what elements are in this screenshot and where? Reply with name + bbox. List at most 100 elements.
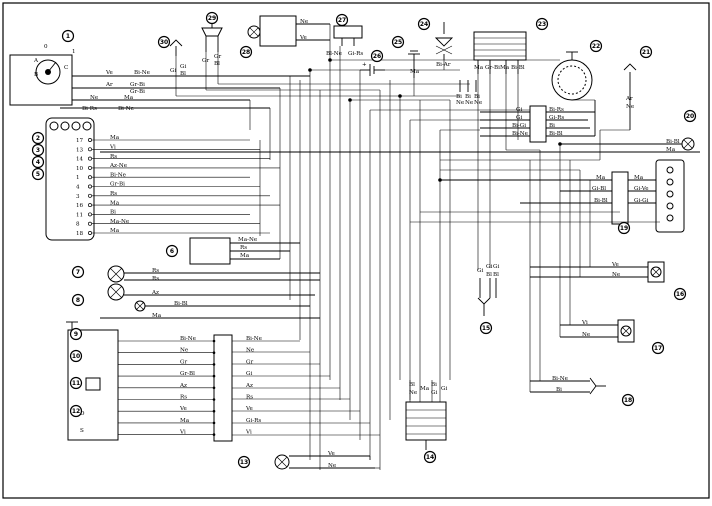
center-wire-bi: Bi — [456, 94, 462, 100]
center-connector: Bi Bi Bi Ne Ne Ne — [456, 80, 483, 106]
svg-text:11: 11 — [72, 380, 80, 387]
comp18-wire-bi: Bi — [556, 387, 562, 393]
callout-29: 29 — [205, 11, 219, 25]
component-29-body — [201, 27, 223, 37]
comp6-wire-rs: Rs — [240, 245, 247, 251]
dash-pin-number: 18 — [76, 231, 84, 237]
dash-wire-color: Ma-Ne — [110, 219, 130, 225]
component-28-box — [259, 15, 297, 47]
diagram-border — [2, 2, 710, 499]
dash-pin-number: 17 — [76, 138, 84, 144]
comp21-wire-ne: Ne — [626, 104, 635, 110]
component-26: + — [360, 62, 385, 76]
comp24-wire-bi-ar: Bi-Ar — [436, 62, 451, 68]
comp18-wire-bi-ne: Bi-Ne — [552, 376, 569, 382]
switch-letter-s: S — [80, 428, 84, 434]
callout-15: 15 — [479, 321, 493, 335]
dash-wire-color: Ma — [110, 228, 120, 234]
dash-wire-color: Gr-Bi — [110, 182, 125, 188]
component-6: Ma-Ne Rs Ma — [189, 237, 300, 265]
comp13-wire-ve: Ve — [327, 451, 336, 457]
svg-text:2: 2 — [36, 135, 40, 142]
regulator-22-connector — [529, 105, 547, 143]
connector-14: Bl Ne Ma Bi Gi Gi — [405, 382, 447, 450]
switch-block: D S — [66, 321, 233, 442]
callout-30: 30 — [157, 35, 171, 49]
svg-text:8: 8 — [76, 297, 80, 304]
svg-text:23: 23 — [538, 21, 546, 28]
comp21-wire-ar: Ar — [625, 96, 633, 102]
c15-wire-bl-2: Bl — [493, 272, 499, 278]
c19-wire-gi-gi: Gi-Gi — [634, 198, 649, 204]
svg-text:25: 25 — [394, 39, 402, 46]
ign-wire-ve: Ve — [105, 70, 114, 76]
c23-wire-gr-bi: Gr-Bi — [485, 65, 500, 71]
center-wire-ne: Ne — [456, 100, 465, 106]
dash-pin-number: 11 — [76, 212, 83, 218]
dashboard — [45, 117, 95, 241]
dash-wire-color: Bi-Ne — [110, 172, 127, 178]
switch-right-wire: Az — [245, 383, 253, 389]
switch-right-wire: Rs — [246, 395, 253, 401]
switch-right-wire: Gr — [246, 359, 253, 365]
dash-pin-number: 8 — [76, 222, 80, 228]
comp25-wire-ma: Ma — [410, 69, 420, 75]
c23-wire-ma-2: Ma — [500, 65, 510, 71]
dash-wire-color: Ma — [110, 135, 120, 141]
callout-numbers: 1234567891011121314151617181920212223242… — [31, 11, 697, 469]
comp20-wire-bi-bl: Bi-Bl — [666, 139, 680, 145]
callout-5: 5 — [31, 167, 45, 181]
callout-23: 23 — [535, 17, 549, 31]
switch-right-wire: Ve — [245, 406, 254, 412]
callout-13: 13 — [237, 455, 251, 469]
c14-wire-gi-2: Gi — [441, 386, 447, 392]
callout-1: 1 — [61, 29, 75, 43]
ignition-letter-c: C — [64, 65, 68, 71]
callout-22: 22 — [589, 39, 603, 53]
bulbs-7-8: Rs Rs Az Bi-Bl Ma — [100, 265, 320, 319]
switch-left-wire: Ne — [180, 348, 189, 354]
comp30-wire-bl: Bl — [180, 71, 186, 77]
reg22-wire-gi-rs: Gi-Rs — [549, 115, 564, 121]
comp13-wire-ne: Ne — [328, 463, 337, 469]
svg-text:27: 27 — [338, 17, 346, 24]
ignition-pos-1: 1 — [72, 49, 76, 55]
c19-wire-ma-out: Ma — [634, 175, 644, 181]
reg22-wire-bi-ne: Bi-Ne — [512, 131, 529, 137]
svg-text:24: 24 — [420, 21, 428, 28]
dash-lamp-3 — [60, 121, 70, 131]
component-27-box — [333, 25, 363, 39]
switch-right-wire: Gi — [246, 371, 252, 377]
c15-wire-gi-2: Gi — [486, 264, 492, 270]
callout-28: 28 — [239, 45, 253, 59]
component-6-box — [189, 237, 231, 265]
ign-wire-ma: Ma — [124, 95, 134, 101]
dash-lamp-2 — [49, 121, 59, 131]
dash-wire-color: Az-Ne — [109, 163, 128, 169]
center-wire-ne-2: Ne — [465, 100, 474, 106]
comp28-wire-ve: Ve — [299, 35, 308, 41]
c23-wire-ma: Ma — [474, 65, 484, 71]
c14-wire-ma: Ma — [420, 386, 430, 392]
svg-text:19: 19 — [620, 225, 628, 232]
connector-19: Ma Gi-Bl Gi-Ve Bi-Bl Gi-Gi Ma — [440, 159, 685, 233]
ignition-letter-b: B — [34, 72, 38, 78]
component-28: Ne Ve — [247, 15, 330, 47]
callout-4: 4 — [31, 155, 45, 169]
callout-24: 24 — [417, 17, 431, 31]
callout-16: 16 — [673, 287, 687, 301]
callout-12: 12 — [69, 404, 83, 418]
c14-wire-gi: Gi — [431, 390, 437, 396]
component-27: Bl-Ne Gi-Rs — [326, 25, 363, 57]
svg-text:14: 14 — [426, 454, 434, 461]
switch-left-wire: Ve — [179, 406, 188, 412]
component-16: Ve Ne — [530, 261, 665, 283]
dash-pin-number: 13 — [76, 147, 84, 153]
comp6-wire-ma-ne: Ma-Ne — [238, 237, 258, 243]
c14-wire-bl: Bl — [409, 382, 415, 388]
svg-text:17: 17 — [654, 345, 662, 352]
comp27-wire-gi-rs: Gi-Rs — [348, 51, 363, 57]
dash-lamp-4 — [71, 121, 81, 131]
